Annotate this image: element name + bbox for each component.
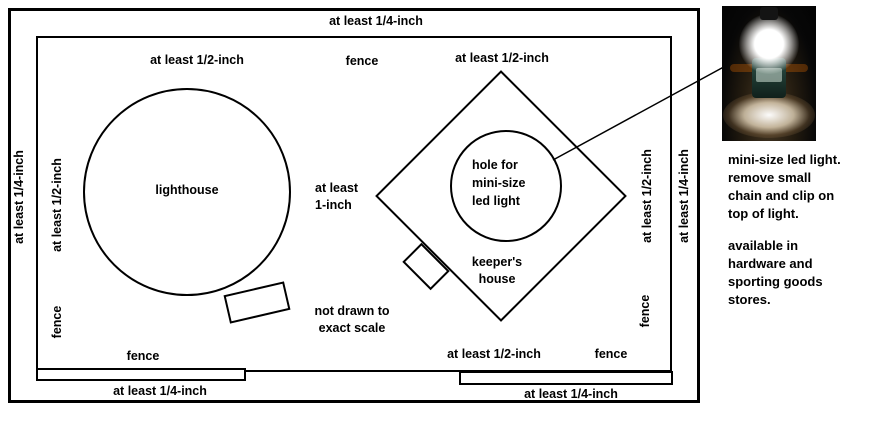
note-line: mini-size led light.: [728, 152, 841, 167]
lantern-cap: [760, 7, 778, 20]
lighthouse-label: lighthouse: [155, 182, 219, 197]
left-clearance-label: at least 1/2-inch: [49, 158, 64, 252]
note-line: available in: [728, 238, 799, 253]
led-light-photo: [722, 6, 816, 141]
scale-note-line2: exact scale: [318, 321, 386, 335]
note-line: hardware and: [728, 256, 813, 271]
led-hole-line3: led light: [472, 194, 520, 208]
right-clearance-label: at least 1/2-inch: [639, 149, 654, 243]
bottom-fence-segment-right: [459, 371, 673, 385]
led-hole-line2: mini-size: [472, 176, 526, 190]
lantern-glow: [739, 14, 799, 74]
bottom-left-margin-label: at least 1/4-inch: [113, 383, 207, 398]
left-margin-label: at least 1/4-inch: [11, 150, 26, 244]
note-line: top of light.: [728, 206, 799, 221]
top-right-clearance-label: at least 1/2-inch: [455, 50, 549, 65]
note-line: remove small: [728, 170, 812, 185]
led-hole-label: hole for mini-size led light: [472, 156, 526, 210]
fence-bottom-right-label: fence: [594, 346, 628, 361]
ground-glow: [723, 92, 815, 138]
led-hole-line1: hole for: [472, 158, 518, 172]
bottom-clearance-label: at least 1/2-inch: [447, 346, 541, 361]
fence-rect: [36, 36, 672, 372]
right-margin-label: at least 1/4-inch: [676, 149, 691, 243]
lighthouse-circle: [83, 88, 291, 296]
center-clearance-line2: 1-inch: [315, 198, 352, 212]
fence-bottom-left-label: fence: [126, 348, 160, 363]
availability-note: available in hardware and sporting goods…: [728, 237, 873, 309]
note-line: chain and clip on: [728, 188, 835, 203]
fence-left-label: fence: [49, 305, 64, 339]
scale-note-line1: not drawn to: [314, 304, 390, 318]
keepers-house-line1: keeper's: [471, 255, 523, 269]
led-hole-circle: [450, 130, 562, 242]
outer-boundary-rect: [8, 8, 700, 403]
center-clearance-line1: at least: [315, 181, 359, 195]
led-light-note: mini-size led light. remove small chain …: [728, 151, 873, 223]
keepers-house-label: keeper's house: [472, 254, 522, 288]
note-line: stores.: [728, 292, 771, 307]
scale-note: not drawn to exact scale: [315, 303, 390, 337]
fence-right-label: fence: [637, 294, 652, 328]
keepers-house-line2: house: [478, 272, 516, 286]
note-line: sporting goods: [728, 274, 823, 289]
top-left-clearance-label: at least 1/2-inch: [150, 52, 244, 67]
fence-top-label: fence: [345, 53, 379, 68]
center-clearance-label: at least 1-inch: [315, 180, 358, 214]
bottom-right-margin-label: at least 1/4-inch: [524, 386, 618, 401]
bottom-fence-segment-left: [36, 368, 246, 381]
top-margin-label: at least 1/4-inch: [329, 13, 423, 28]
